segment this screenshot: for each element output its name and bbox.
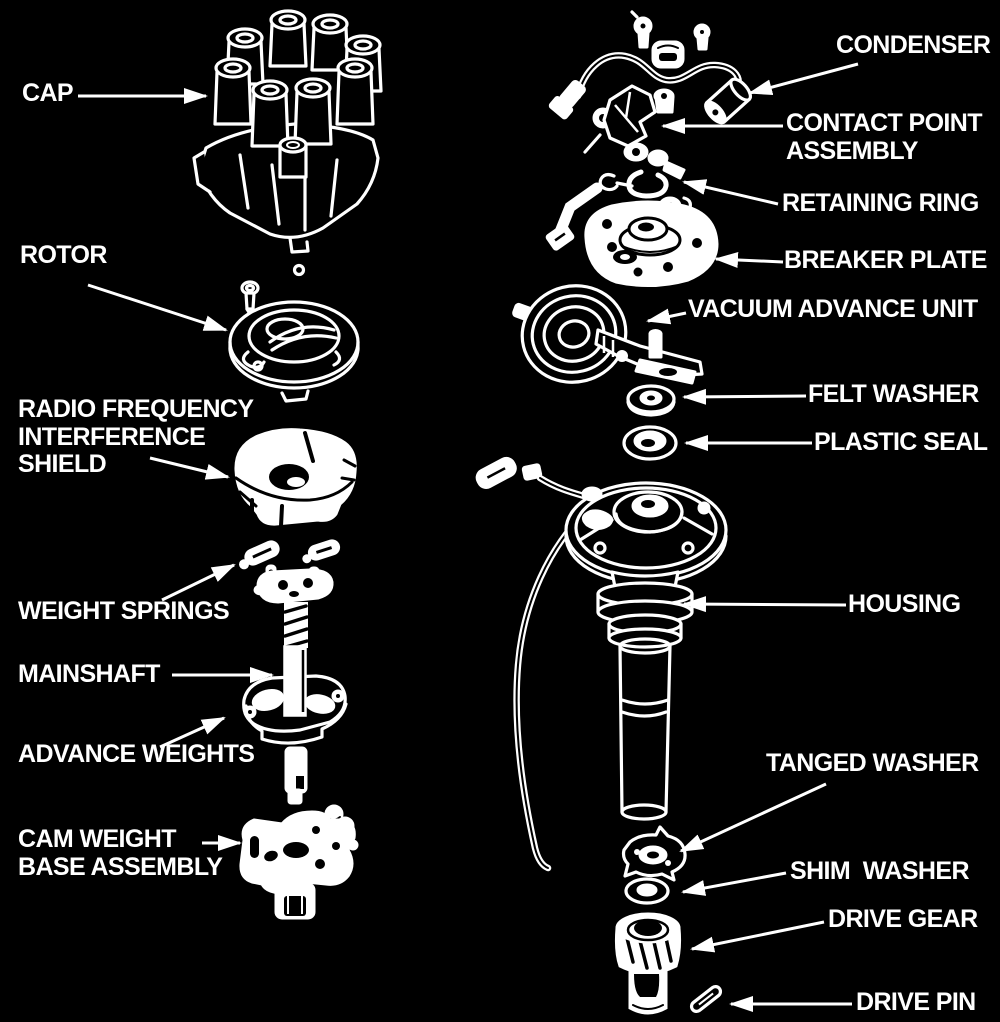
contact-point-drawing [583,84,686,180]
arrow-vacuum-advance [646,308,687,325]
drive-gear-drawing [614,912,682,1015]
arrow-weight-springs [161,563,236,602]
label-cap: CAP [22,79,74,107]
condenser-drawing [548,52,753,125]
arrow-breaker-plate [714,251,784,268]
breaker-plate-drawing [545,182,719,288]
tanged-washer-drawing [621,825,687,882]
cam-weight-base-drawing [239,810,359,920]
arrow-retaining-ring [682,179,779,206]
arrow-rotor [87,283,228,332]
label-drive-pin: DRIVE PIN [856,988,976,1016]
arrow-shim-washer [681,871,787,896]
label-vacuum-advance: VACUUM ADVANCE UNIT [688,295,978,323]
arrow-condenser [748,62,859,96]
housing-drawing [475,456,728,872]
label-plastic-seal: PLASTIC SEAL [814,428,988,456]
label-shim-washer: SHIM WASHER [790,857,970,885]
label-retaining-ring: RETAINING RING [782,189,979,217]
weight-springs-drawing [239,539,341,570]
mainshaft-drawing [242,564,348,824]
label-breaker-plate: BREAKER PLATE [784,246,987,274]
retaining-ring-drawing [598,169,669,199]
arrow-advance-weights [159,716,226,749]
vacuum-advance-drawing [512,284,704,385]
rotor-drawing [228,300,360,403]
screws-drawing [630,10,711,69]
label-rotor: ROTOR [20,241,107,269]
label-contact-point: CONTACT POINT ASSEMBLY [786,109,982,165]
label-drive-gear: DRIVE GEAR [828,905,978,933]
arrow-drive-gear [690,920,825,953]
arrow-rf-shield [149,456,230,480]
label-mainshaft: MAINSHAFT [18,660,160,688]
arrow-felt-washer [682,388,807,405]
rf-shield-drawing [234,428,357,528]
label-weight-springs: WEIGHT SPRINGS [18,597,230,625]
label-felt-washer: FELT WASHER [808,380,979,408]
arrow-housing [682,596,847,613]
felt-washer-drawing [626,384,676,417]
label-condenser: CONDENSER [836,31,991,59]
label-cam-weight-base: CAM WEIGHT BASE ASSEMBLY [18,825,223,881]
shim-washer-drawing [624,877,670,905]
leader-arrows [78,62,859,1012]
label-advance-weights: ADVANCE WEIGHTS [18,740,255,768]
label-tanged-washer: TANGED WASHER [766,749,979,777]
label-housing: HOUSING [848,590,961,618]
cap-drawing [192,9,383,277]
arrow-tanged-washer [679,782,827,853]
drive-pin-drawing [689,985,723,1013]
plastic-seal-drawing [622,425,678,461]
label-rf-shield: RADIO FREQUENCY INTERFERENCE SHIELD [18,395,254,478]
